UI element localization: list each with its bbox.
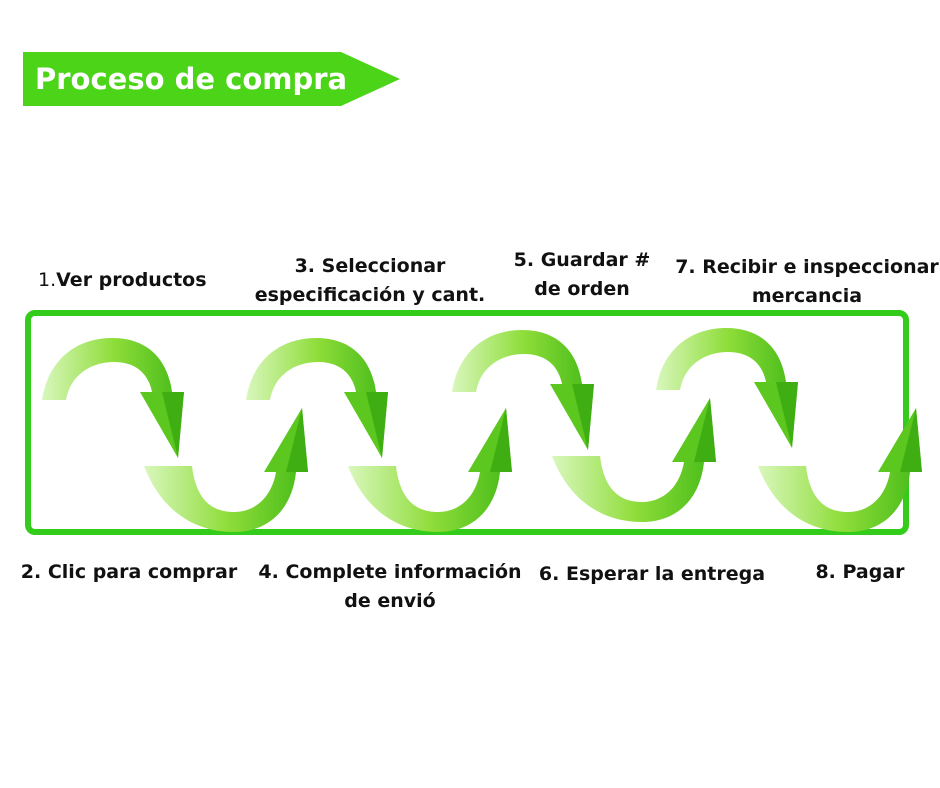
- step-6-line1: 6. Esperar la entrega: [538, 563, 766, 585]
- wave-arrows: [42, 328, 922, 532]
- banner-arrow-shape: [23, 52, 400, 106]
- arrow-step-7: [656, 328, 798, 448]
- step-1-label: 1.Ver productos: [38, 266, 207, 295]
- step-2-label: 2. Clic para comprar: [18, 558, 240, 587]
- title-banner: Proceso de compra: [23, 52, 400, 106]
- step-6-label: 6. Esperar la entrega: [536, 560, 768, 589]
- step-4-line1: 4. Complete información: [258, 561, 522, 583]
- step-5-line1: 5. Guardar #: [513, 249, 651, 271]
- page-title: Proceso de compra: [35, 62, 348, 96]
- step-4-line2: de envió: [344, 590, 436, 612]
- step-2-line1: 2. Clic para comprar: [20, 561, 238, 583]
- step-3-line2: especificación y cant.: [254, 284, 486, 306]
- step-8-line1: 8. Pagar: [815, 561, 905, 583]
- arrow-step-1: [42, 338, 184, 458]
- step-3-label: 3. Seleccionar especificación y cant.: [250, 252, 490, 310]
- step-5-label: 5. Guardar # de orden: [500, 246, 664, 304]
- step-8-label: 8. Pagar: [810, 558, 910, 587]
- step-1-number: 1.: [38, 269, 57, 291]
- step-1-text: Ver productos: [56, 269, 207, 291]
- step-3-line1: 3. Seleccionar: [294, 255, 446, 277]
- step-5-line2: de orden: [534, 278, 630, 300]
- arrow-step-5: [452, 330, 594, 450]
- step-7-line1: 7. Recibir e inspeccionar: [675, 256, 939, 278]
- step-7-line2: mercancia: [751, 285, 863, 307]
- step-4-label: 4. Complete información de envió: [254, 558, 526, 616]
- step-7-label: 7. Recibir e inspeccionar mercancia: [674, 253, 940, 311]
- arrow-step-3: [246, 338, 388, 458]
- process-frame: [25, 310, 909, 535]
